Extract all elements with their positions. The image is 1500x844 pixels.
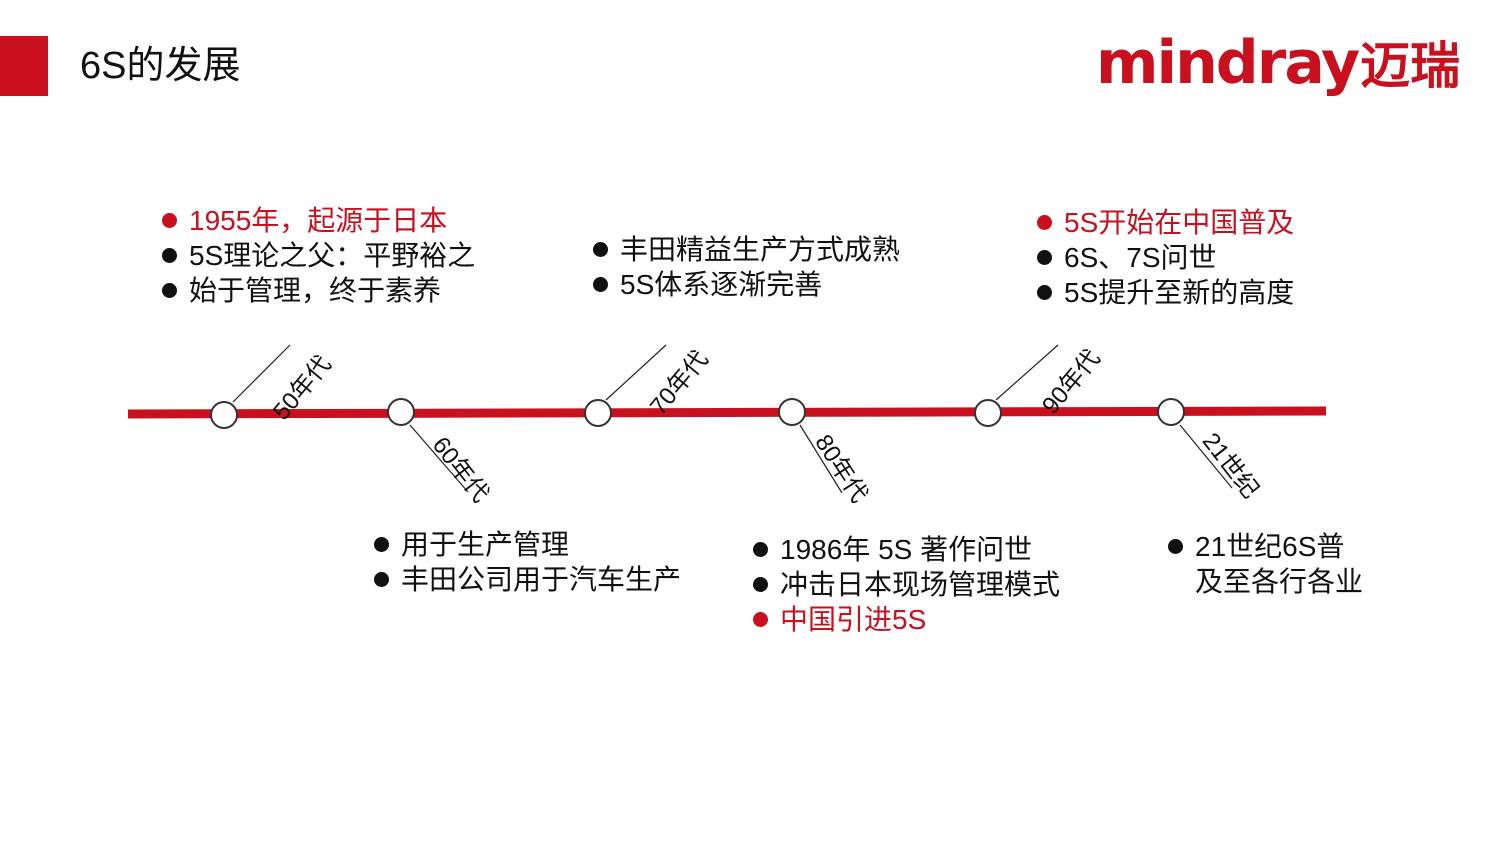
mindray-logo: mindray 迈瑞: [1096, 28, 1460, 98]
event-group: 5S开始在中国普及 6S、7S问世 5S提升至新的高度: [1037, 205, 1294, 310]
event-group: 21世纪6S普 及至各行各业: [1168, 529, 1363, 599]
list-item: 5S体系逐渐完善: [593, 267, 900, 302]
bullet-dot-icon: [753, 542, 768, 557]
timeline-node: [210, 401, 238, 429]
timeline-node: [387, 398, 415, 426]
logo-latin-text: mindray: [1096, 28, 1360, 98]
bullet-dot-icon: [753, 612, 768, 627]
bullet-dot-icon: [1037, 250, 1052, 265]
list-item: 1986年 5S 著作问世: [753, 532, 1060, 567]
list-item-text: 5S开始在中国普及: [1064, 207, 1295, 238]
era-leader-line: [605, 344, 667, 401]
list-item: 21世纪6S普 及至各行各业: [1168, 529, 1363, 599]
page-title: 6S的发展: [80, 45, 241, 87]
event-group: 1986年 5S 著作问世冲击日本现场管理模式中国引进5S: [753, 532, 1060, 637]
list-item: 5S理论之父：平野裕之: [162, 238, 475, 273]
list-item: 丰田精益生产方式成熟: [593, 232, 900, 267]
era-leader-line: [409, 424, 469, 493]
era-leader-line: [799, 424, 843, 494]
list-item: 丰田公司用于汽车生产: [374, 562, 681, 597]
list-item-text: 1955年，起源于日本: [189, 205, 448, 236]
era-leader-line: [232, 344, 291, 403]
list-item-text: 5S体系逐渐完善: [620, 269, 823, 300]
bullet-dot-icon: [162, 248, 177, 263]
bullet-dot-icon: [1037, 285, 1052, 300]
list-item-text: 丰田公司用于汽车生产: [401, 564, 682, 595]
bullet-dot-icon: [374, 572, 389, 587]
event-group: 1955年，起源于日本 5S理论之父：平野裕之始于管理，终于素养: [162, 203, 475, 308]
list-item: 用于生产管理: [374, 527, 681, 562]
bullet-dot-icon: [162, 283, 177, 298]
era-leader-line: [995, 344, 1059, 401]
list-item-text: 中国引进5S: [780, 604, 927, 635]
bullet-dot-icon: [1168, 539, 1183, 554]
list-item: 5S开始在中国普及: [1037, 205, 1294, 240]
list-item: 冲击日本现场管理模式: [753, 567, 1060, 602]
list-item-text: 用于生产管理: [401, 529, 570, 560]
list-item-text: 丰田精益生产方式成熟: [620, 234, 901, 265]
list-item-text: 21世纪6S普 及至各行各业: [1195, 531, 1364, 597]
list-item: 5S提升至新的高度: [1037, 275, 1294, 310]
list-item: 1955年，起源于日本: [162, 203, 475, 238]
list-item-text: 6S、7S问世: [1064, 242, 1217, 273]
era-leader-line: [1179, 424, 1233, 489]
list-item-text: 1986年 5S 著作问世: [780, 534, 1033, 565]
list-item-text: 5S提升至新的高度: [1064, 277, 1295, 308]
bullet-dot-icon: [593, 277, 608, 292]
event-group: 丰田精益生产方式成熟 5S体系逐渐完善: [593, 232, 900, 302]
bullet-dot-icon: [753, 577, 768, 592]
list-item: 始于管理，终于素养: [162, 273, 475, 308]
timeline-node: [974, 399, 1002, 427]
list-item-text: 始于管理，终于素养: [189, 275, 442, 306]
timeline-axis: [127, 406, 1327, 419]
title-accent-bar: [0, 36, 48, 96]
logo-cjk-text: 迈瑞: [1360, 37, 1461, 95]
event-group: 用于生产管理丰田公司用于汽车生产: [374, 527, 681, 597]
timeline-node: [778, 398, 806, 426]
bullet-dot-icon: [593, 242, 608, 257]
list-item: 6S、7S问世: [1037, 240, 1294, 275]
list-item-text: 冲击日本现场管理模式: [780, 569, 1061, 600]
timeline-node: [584, 399, 612, 427]
bullet-dot-icon: [162, 213, 177, 228]
bullet-dot-icon: [374, 537, 389, 552]
list-item: 中国引进5S: [753, 602, 1060, 637]
list-item-text: 5S理论之父：平野裕之: [189, 240, 476, 271]
timeline-node: [1157, 398, 1185, 426]
bullet-dot-icon: [1037, 215, 1052, 230]
